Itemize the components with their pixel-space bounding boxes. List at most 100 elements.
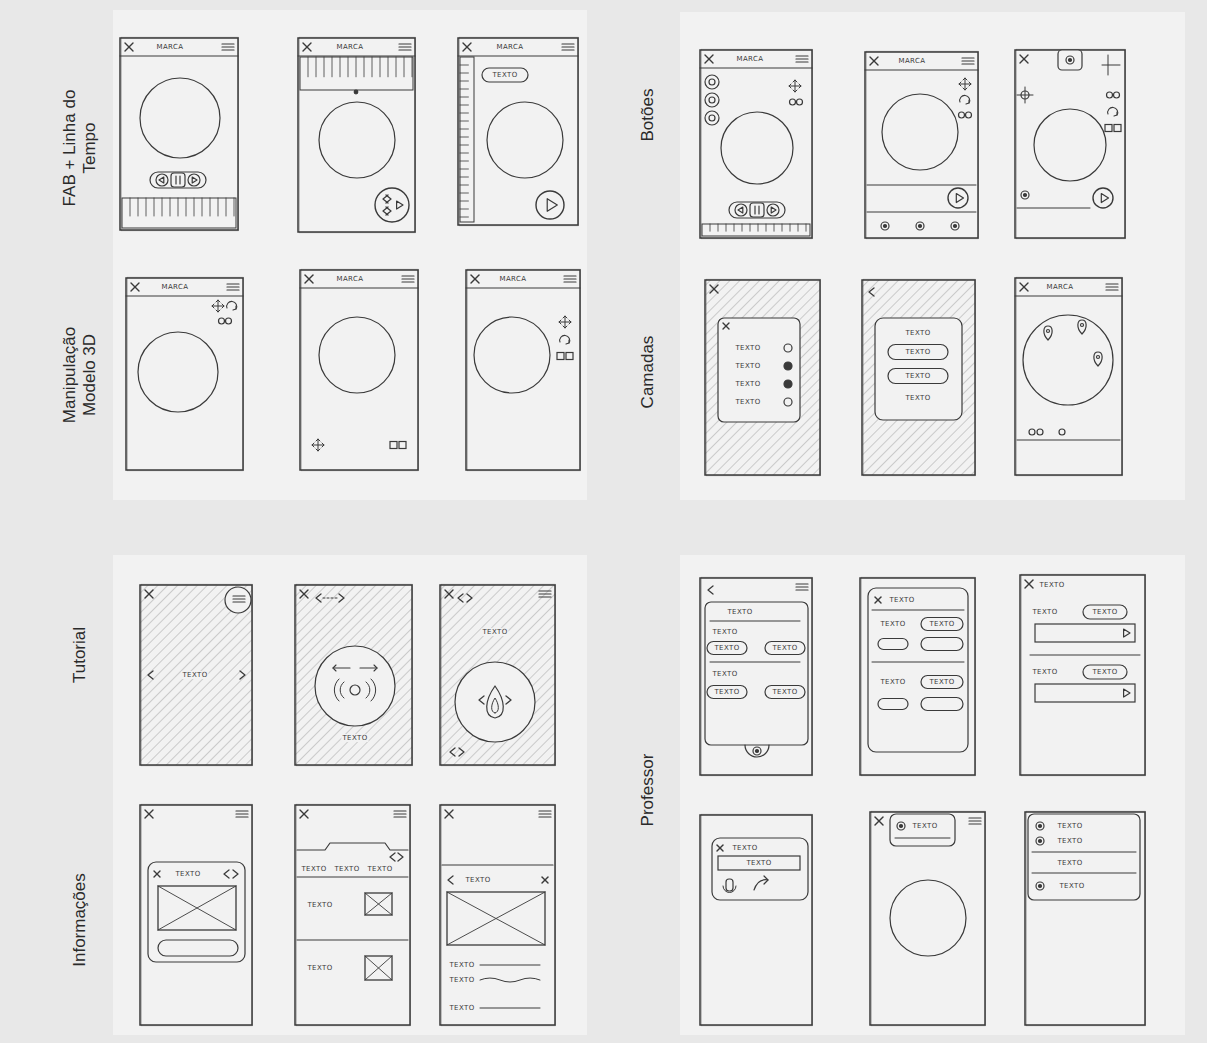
phone-frame-sketch xyxy=(1026,811,1145,1026)
phone-frame-sketch xyxy=(861,577,975,776)
teacher-modal xyxy=(868,588,968,752)
gesture-icon xyxy=(371,679,376,701)
sketch-text: TEXTO xyxy=(306,901,333,909)
phone-frame-sketch xyxy=(701,814,812,1026)
view-icon xyxy=(797,99,803,105)
player-controls xyxy=(150,172,206,188)
chevron-icon xyxy=(386,207,391,215)
top-bar xyxy=(120,56,238,57)
timeline-tick xyxy=(226,198,227,216)
phone-frame xyxy=(295,805,410,1025)
phone-frame xyxy=(298,38,415,232)
phone-frame-sketch xyxy=(1021,574,1145,776)
move-icon xyxy=(316,439,320,441)
section-label: Tutorial xyxy=(70,627,90,683)
small-icon xyxy=(884,225,887,228)
layers-modal xyxy=(875,318,962,420)
close-icon xyxy=(125,43,133,51)
phone-frame-sketch xyxy=(301,269,418,471)
sketch-text: TEXTO xyxy=(711,670,738,678)
menu-icon xyxy=(564,278,576,279)
menu-icon xyxy=(564,281,576,282)
small-icon xyxy=(1066,56,1074,64)
dashed-hint xyxy=(323,598,337,599)
move-icon xyxy=(793,80,797,82)
timeline-tick xyxy=(210,198,211,216)
tab-line xyxy=(297,877,408,878)
move-icon xyxy=(216,300,220,302)
close-icon xyxy=(870,57,878,65)
sketch-text: MARCA xyxy=(498,275,527,283)
sketch-text: TEXTO xyxy=(181,671,208,679)
menu-icon xyxy=(796,55,808,56)
timeline-tick xyxy=(348,57,349,77)
close-icon xyxy=(445,810,453,818)
menu-icon xyxy=(539,590,551,591)
timeline-tick xyxy=(774,224,775,231)
menu-icon xyxy=(233,598,245,599)
overlay-hatch xyxy=(295,585,412,765)
sketch-text: MARCA xyxy=(155,43,184,51)
timeline-tick xyxy=(404,57,405,77)
close-icon xyxy=(305,275,313,283)
sketch-text: TEXTO xyxy=(1056,859,1083,867)
menu-icon xyxy=(394,810,406,811)
phone-frame-sketch xyxy=(296,584,412,766)
gesture-icon xyxy=(492,698,499,713)
move-icon xyxy=(322,443,324,447)
swipe-arrow xyxy=(374,665,377,671)
menu-icon xyxy=(399,46,411,47)
move-icon xyxy=(569,320,571,324)
play-icon xyxy=(956,194,963,203)
sketch-text: TEXTO xyxy=(174,870,201,878)
map-pin xyxy=(1097,356,1100,359)
timeline-tick xyxy=(380,57,381,77)
top-bar xyxy=(700,68,812,69)
close-icon xyxy=(131,283,139,291)
menu-icon xyxy=(539,596,551,597)
timeline-tick xyxy=(460,113,468,114)
image-placeholder xyxy=(158,886,236,930)
close-icon xyxy=(303,43,311,51)
phone-frame-sketch xyxy=(706,279,820,476)
menu-icon xyxy=(222,43,234,44)
model-circle xyxy=(882,94,958,170)
phone-frame xyxy=(126,278,243,470)
close-icon xyxy=(125,43,133,51)
side-button xyxy=(709,115,715,121)
timeline-tick xyxy=(460,209,468,210)
timeline-tick xyxy=(202,198,203,216)
image-placeholder xyxy=(447,892,545,945)
small-icon xyxy=(756,750,759,753)
play-icon xyxy=(1124,629,1130,637)
sketch-text: TEXTO xyxy=(879,620,906,628)
phone-frame xyxy=(705,280,820,475)
timeline-tick xyxy=(372,57,373,77)
timeline-tick xyxy=(130,198,131,216)
timeline-tick xyxy=(396,57,397,77)
sketch-text: TEXTO xyxy=(888,596,915,604)
close-icon xyxy=(705,55,713,63)
move-icon xyxy=(563,316,567,318)
sketch-text: MARCA xyxy=(1045,283,1074,291)
chevron-icon xyxy=(386,195,391,203)
play-icon xyxy=(738,207,743,213)
view-icon xyxy=(1114,125,1121,132)
phone-frame-sketch xyxy=(871,811,985,1026)
menu-bubble xyxy=(225,587,251,613)
pill-button xyxy=(1083,665,1127,679)
radio-button xyxy=(784,398,792,406)
sketch-text: TEXTO xyxy=(713,688,740,696)
sketch-text: TEXTO xyxy=(491,71,518,79)
rotate-icon xyxy=(1114,112,1117,116)
phone-frame-sketch xyxy=(127,277,243,471)
top-bar xyxy=(466,288,580,289)
play-icon xyxy=(1101,194,1108,203)
timeline-tick xyxy=(460,145,468,146)
menu-icon xyxy=(402,275,414,276)
small-icon xyxy=(1039,825,1042,828)
play-icon xyxy=(192,177,197,183)
close-icon xyxy=(463,43,471,51)
close-icon xyxy=(1025,580,1033,588)
